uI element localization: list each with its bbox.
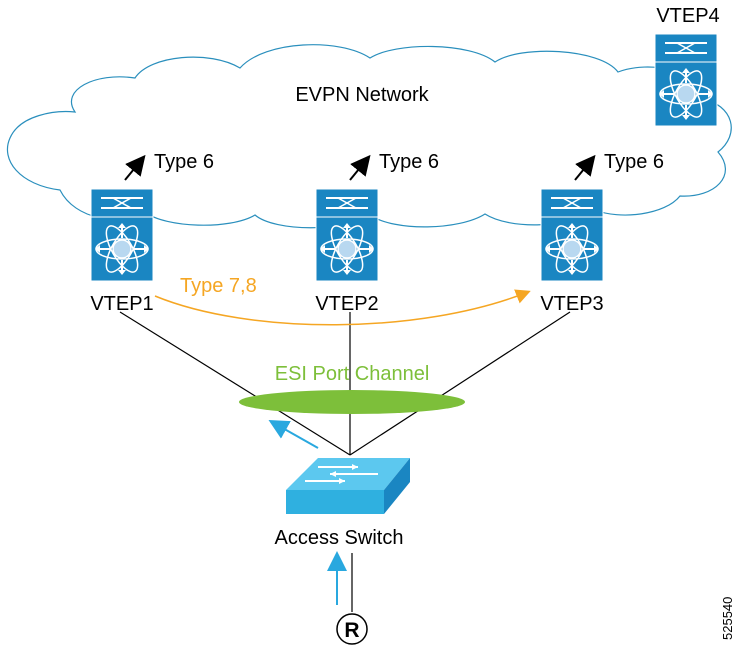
esi-port-channel [239,390,465,414]
nexus-switch-icon [654,33,718,127]
receiver-label: R [344,619,359,642]
type6-label-vtep2: Type 6 [379,151,439,173]
receiver-icon [336,613,368,645]
figure-id: 525540 [720,597,735,640]
type6-arrow-vtep3 [574,154,596,181]
cloud-label: EVPN Network [295,84,429,106]
vtep2-label: VTEP2 [315,293,378,315]
flow-arrow-upstream [268,420,319,449]
vtep2-switch [315,188,379,282]
vtep1-label: VTEP1 [90,293,153,315]
esi-label: ESI Port Channel [275,363,430,385]
type6-label-vtep1: Type 6 [154,151,214,173]
vtep1-switch [90,188,154,282]
link-vtep1-access [119,311,351,456]
type6-label-vtep3: Type 6 [604,151,664,173]
access-switch-label: Access Switch [275,527,404,549]
link-vtep3-access [349,311,571,456]
type78-label: Type 7,8 [180,275,257,297]
type6-arrow-vtep2 [349,154,371,181]
vtep3-switch [540,188,604,282]
nexus-switch-icon [540,188,604,282]
vtep4-switch [654,33,718,127]
type6-arrow-vtep1 [124,154,146,181]
nexus-switch-icon [90,188,154,282]
type78-arrow [154,289,531,326]
access-switch [286,458,410,514]
vtep3-label: VTEP3 [540,293,603,315]
vtep4-label: VTEP4 [656,5,719,27]
nexus-switch-icon [315,188,379,282]
